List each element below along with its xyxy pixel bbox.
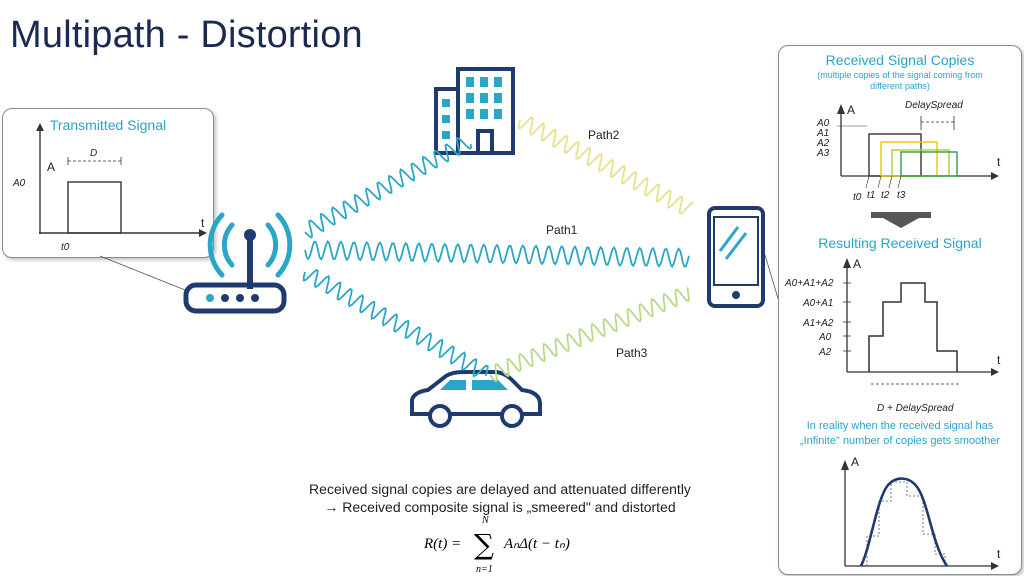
reality-graph: A t: [841, 455, 1001, 570]
down-arrow-icon: [871, 212, 931, 228]
path3-wave-a: [302, 268, 489, 378]
transmitted-signal-graph: A A0 D t0 t: [12, 123, 207, 253]
resulting-y-a0a1: A0+A1: [802, 298, 833, 309]
t-axis-label: t: [201, 216, 205, 230]
path3-wave-b: [489, 287, 690, 383]
received-copies-subtitle-2: different paths): [870, 81, 930, 91]
copies-y-a0: A0: [816, 118, 830, 129]
path2-wave-a: [304, 136, 473, 239]
copies-graph: A DelaySpread A0 A1 A2 A3 t0 t1 t2 t3 t: [816, 100, 1001, 203]
resulting-y-a0: A0: [818, 332, 832, 343]
t0-label: t0: [61, 242, 70, 253]
delay-spread-label: DelaySpread: [905, 100, 963, 111]
reality-text-1: In reality when the received signal has: [806, 420, 994, 432]
caption: Received signal copies are delayed and a…: [250, 480, 750, 516]
transmitted-signal-panel: Transmitted Signal A A0 D t0 t: [2, 108, 214, 258]
resulting-x-label: D + DelaySpread: [877, 403, 954, 414]
router-icon: [183, 212, 293, 314]
d-label: D: [90, 148, 97, 159]
caption-line1: Received signal copies are delayed and a…: [309, 481, 691, 497]
path1-wave: [304, 239, 690, 269]
path1-label: Path1: [546, 223, 578, 237]
received-copies-subtitle-1: (multiple copies of the signal coming fr…: [817, 70, 983, 80]
received-signal-panel: Received Signal Copies (multiple copies …: [778, 45, 1022, 575]
resulting-t-label: t: [997, 353, 1001, 367]
formula: R(t) = ∑ N n=1 AₙΔ(t − tₙ): [423, 515, 570, 575]
resulting-y-a0a1a2: A0+A1+A2: [784, 278, 834, 289]
path2-label: Path2: [588, 128, 620, 142]
path2-wave-b: [517, 116, 694, 215]
copies-x-t2: t2: [881, 190, 890, 201]
a-axis-label: A: [47, 160, 55, 174]
formula-sum-bottom: n=1: [476, 564, 493, 575]
page-title: Multipath - Distortion: [10, 14, 363, 56]
path3-label: Path3: [616, 346, 648, 360]
resulting-signal-title: Resulting Received Signal: [818, 235, 982, 251]
reality-text-2: „Infinite" number of copies gets smoothe…: [799, 435, 1001, 447]
copies-t-label: t: [997, 155, 1001, 169]
a0-label: A0: [12, 178, 26, 189]
formula-lhs: R(t) =: [423, 536, 461, 552]
car-icon: [410, 370, 542, 428]
copies-y-a3: A3: [816, 148, 830, 159]
copies-x-t1: t1: [867, 190, 875, 201]
copies-a-label: A: [847, 103, 855, 117]
copies-y-a2: A2: [816, 138, 830, 149]
caption-line2: → Received composite signal is „smeered"…: [324, 499, 676, 515]
formula-term: AₙΔ(t − tₙ): [503, 536, 570, 552]
sum-icon: ∑: [474, 528, 494, 561]
copies-y-a1: A1: [816, 128, 829, 139]
received-graphs: A DelaySpread A0 A1 A2 A3 t0 t1 t2 t3 t: [784, 100, 1001, 570]
transmitted-signal-title: Transmitted Signal: [49, 117, 167, 133]
reality-t-label: t: [997, 547, 1001, 561]
resulting-y-a1a2: A1+A2: [802, 318, 834, 329]
resulting-a-label: A: [853, 257, 861, 271]
reality-a-label: A: [851, 455, 859, 469]
copies-x-t0: t0: [853, 192, 862, 203]
phone-icon: [707, 206, 765, 308]
formula-sum-top: N: [481, 515, 490, 526]
received-copies-title: Received Signal Copies: [825, 52, 975, 68]
resulting-y-a2: A2: [818, 347, 832, 358]
copies-x-t3: t3: [897, 190, 906, 201]
resulting-graph: A A0+A1+A2 A0+A1 A1+A2 A0 A2 D + DelaySp…: [784, 257, 1001, 414]
